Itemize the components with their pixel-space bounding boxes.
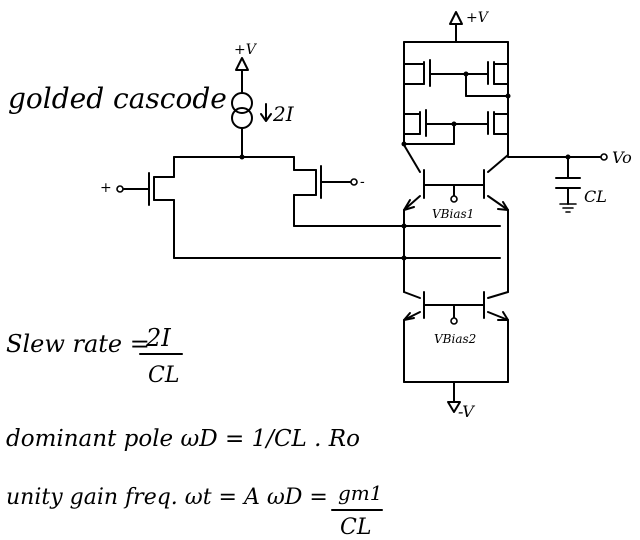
pmos-input-left: [123, 156, 175, 259]
cascode-stage: +V: [401, 10, 632, 421]
pmos-mirror-pair: [403, 59, 511, 99]
input-plus-label: +: [100, 180, 112, 196]
pmos-cascode-pair: [401, 109, 509, 147]
ugf-num: gm1: [338, 481, 383, 505]
vbias1-node: [450, 195, 458, 203]
npn-sink-pair: [403, 291, 509, 321]
output-label: Vo: [612, 148, 632, 167]
input-stage: +V 2I +: [100, 42, 501, 259]
input-plus-node: [116, 185, 124, 193]
vbias2-node: [450, 317, 458, 325]
ugf-den: CL: [340, 515, 371, 540]
vbias2-label: VBias2: [434, 332, 476, 346]
input-minus-label: -: [360, 174, 365, 190]
current-label: 2I: [272, 102, 295, 126]
pmos-input-right: [293, 156, 501, 227]
vplus-top-label: +V: [466, 10, 490, 26]
ugf-lhs: unity gain freq. ωt = A ωD =: [6, 485, 328, 510]
slew-num: 2I: [145, 324, 171, 352]
vminus-label: -V: [458, 402, 475, 421]
current-arrow-icon: [260, 103, 272, 122]
output-node: [600, 153, 608, 161]
vplus-source-label: +V: [234, 42, 258, 58]
slew-rate-equation: Slew rate = 2I CL: [6, 324, 183, 388]
current-source-2i: [231, 92, 253, 129]
slew-den: CL: [148, 363, 179, 388]
load-capacitor: [555, 156, 581, 213]
title: golded cascode: [8, 82, 227, 115]
unity-gain-equation: unity gain freq. ωt = A ωD = gm1 CL: [6, 481, 383, 540]
vbias1-label: VBias1: [432, 207, 474, 221]
input-minus-node: [350, 178, 358, 186]
slew-lhs: Slew rate =: [6, 330, 150, 358]
load-cap-label: CL: [584, 187, 607, 206]
dominant-pole-equation: dominant pole ωD = 1/CL . Ro: [6, 426, 360, 452]
